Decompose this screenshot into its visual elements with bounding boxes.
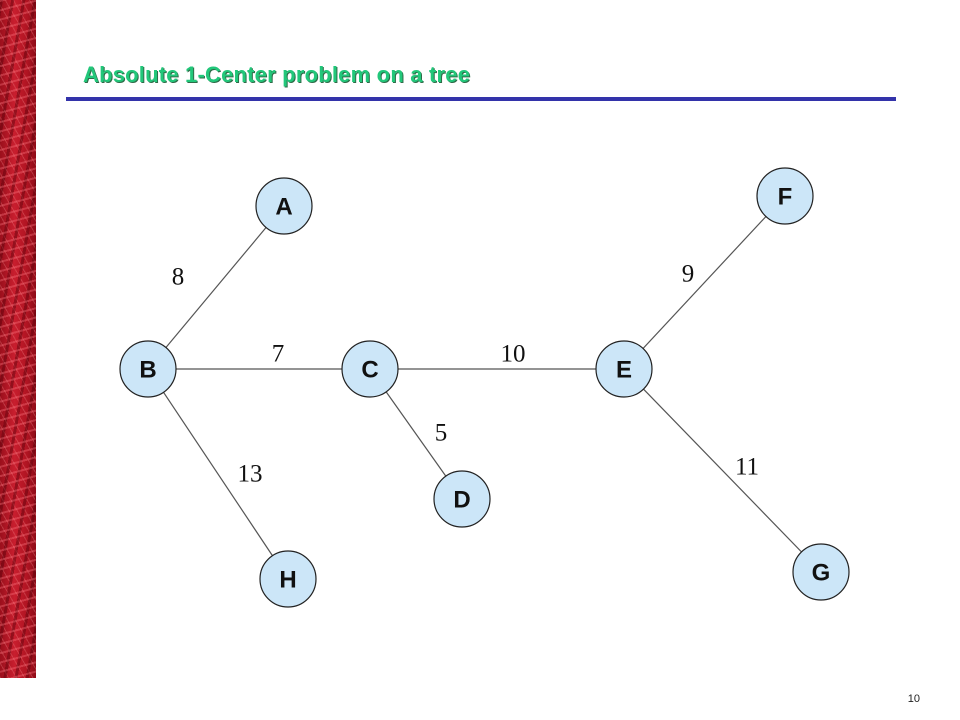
edge-e-g [623, 368, 822, 573]
node-label-c: C [361, 357, 378, 384]
node-g: G [792, 543, 850, 601]
node-circle-b [119, 340, 177, 398]
node-label-b: B [139, 357, 156, 384]
node-circle-g [792, 543, 850, 601]
edge-weight-c-d: 5 [435, 420, 448, 447]
node-b: B [119, 340, 177, 398]
node-label-h: H [279, 567, 296, 594]
node-h: H [259, 550, 317, 608]
node-e: E [595, 340, 653, 398]
edge-weight-b-a: 8 [172, 264, 185, 291]
node-circle-e [595, 340, 653, 398]
decorative-side-bar [0, 0, 36, 678]
node-c: C [341, 340, 399, 398]
node-label-f: F [778, 184, 793, 211]
node-a: A [255, 177, 313, 235]
edge-weight-e-g: 11 [735, 454, 759, 481]
title-underline [66, 97, 896, 101]
node-circle-f [756, 167, 814, 225]
edge-weight-b-c: 7 [272, 341, 285, 368]
node-circle-d [433, 470, 491, 528]
page-number: 10 [907, 693, 920, 705]
node-label-e: E [616, 357, 632, 384]
node-circle-c [341, 340, 399, 398]
edge-b-a [147, 205, 285, 370]
edge-weight-e-f: 9 [682, 261, 695, 288]
node-label-a: A [275, 194, 292, 221]
edge-e-f [623, 195, 786, 370]
node-label-g: G [812, 560, 831, 587]
node-circle-a [255, 177, 313, 235]
edge-weight-c-e: 10 [501, 341, 526, 368]
node-circle-h [259, 550, 317, 608]
node-f: F [756, 167, 814, 225]
edge-b-h [147, 368, 289, 580]
node-d: D [433, 470, 491, 528]
edge-weight-b-h: 13 [238, 461, 263, 488]
slide-title: Absolute 1-Center problem on a tree [83, 62, 471, 87]
node-label-d: D [453, 487, 470, 514]
